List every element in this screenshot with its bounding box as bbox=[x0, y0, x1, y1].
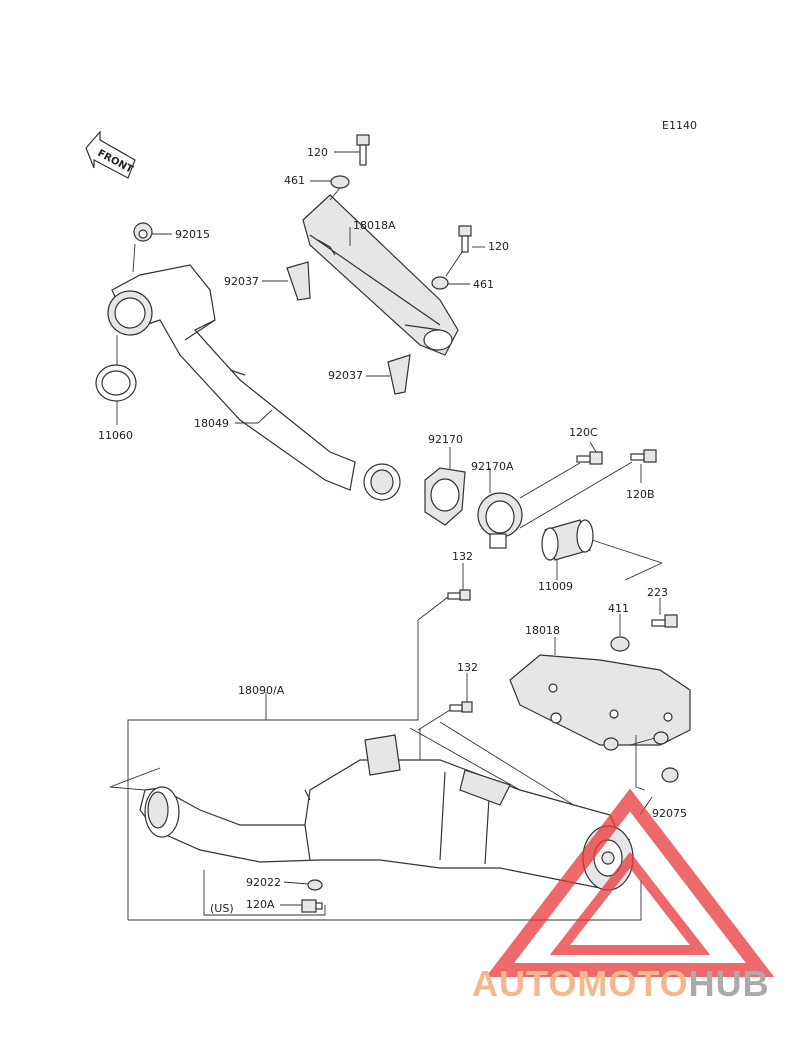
label-120-right: 120 bbox=[488, 240, 509, 253]
washer-461-top bbox=[330, 175, 350, 189]
diagram-code: E1140 bbox=[662, 119, 697, 132]
bolt-120A bbox=[301, 899, 323, 913]
watermark-text-part1: AUTOMOTO bbox=[472, 963, 689, 1004]
washer-411 bbox=[610, 636, 630, 652]
label-92015: 92015 bbox=[175, 228, 210, 241]
nut-92075 bbox=[661, 767, 679, 783]
bolt-132-lower bbox=[449, 701, 473, 713]
bolt-120-right bbox=[458, 225, 472, 253]
label-11060: 11060 bbox=[98, 429, 133, 442]
label-11009: 11009 bbox=[538, 580, 573, 593]
label-92037-upper: 92037 bbox=[224, 275, 259, 288]
label-120A: 120A bbox=[246, 898, 275, 911]
label-18018A: 18018A bbox=[353, 219, 396, 232]
label-92170A: 92170A bbox=[471, 460, 514, 473]
label-18018: 18018 bbox=[525, 624, 560, 637]
label-132-lower: 132 bbox=[457, 661, 478, 674]
washer-92022 bbox=[307, 879, 323, 891]
heat-cover-18018 bbox=[509, 654, 691, 746]
label-92075: 92075 bbox=[652, 807, 687, 820]
label-461-top: 461 bbox=[284, 174, 305, 187]
label-411: 411 bbox=[608, 602, 629, 615]
watermark-text: AUTOMOTOHUB bbox=[472, 963, 770, 1004]
label-18049: 18049 bbox=[194, 417, 229, 430]
label-92037-lower: 92037 bbox=[328, 369, 363, 382]
bushing-11009 bbox=[541, 519, 594, 561]
label-120B: 120B bbox=[626, 488, 655, 501]
bolt-120-top bbox=[356, 134, 370, 166]
washer-461-right bbox=[431, 276, 449, 290]
label-92170: 92170 bbox=[428, 433, 463, 446]
label-223: 223 bbox=[647, 586, 668, 599]
label-18090A: 18090/A bbox=[238, 684, 285, 697]
region-note-us: (US) bbox=[210, 902, 234, 915]
bolt-120C bbox=[576, 451, 603, 465]
label-461-right: 461 bbox=[473, 278, 494, 291]
watermark-text-part2: HUB bbox=[689, 963, 770, 1004]
label-120C: 120C bbox=[569, 426, 598, 439]
bolt-120B bbox=[630, 449, 657, 463]
muffler-18090A bbox=[139, 734, 634, 891]
front-arrow-icon: FRONT bbox=[85, 130, 136, 179]
nut-92015 bbox=[133, 222, 153, 242]
label-132-upper: 132 bbox=[452, 550, 473, 563]
label-92022: 92022 bbox=[246, 876, 281, 889]
clamp-92170A bbox=[477, 492, 523, 549]
clamp-92170 bbox=[424, 467, 466, 526]
watermark-logo bbox=[485, 788, 775, 977]
bolt-223 bbox=[651, 614, 678, 628]
label-120-top: 120 bbox=[307, 146, 328, 159]
bolt-132-upper bbox=[447, 589, 471, 601]
heat-guard-18018A bbox=[302, 194, 459, 356]
exhaust-pipe-18049 bbox=[107, 264, 401, 501]
pad-92037-upper bbox=[286, 261, 311, 301]
pad-92037-lower bbox=[387, 354, 411, 395]
